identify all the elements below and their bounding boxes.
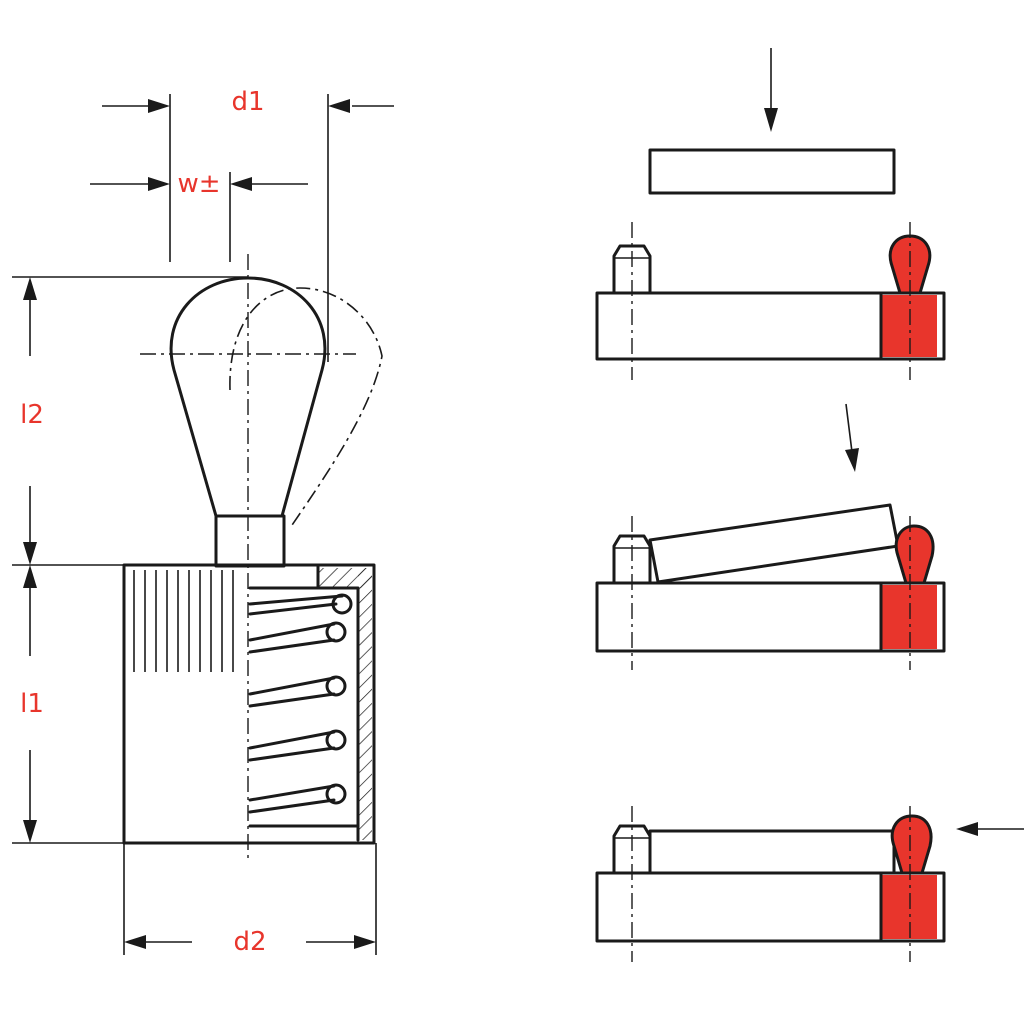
index-plunger-drawing: d1 w± l2 l1 xyxy=(12,87,394,957)
plunger-housing xyxy=(881,295,937,357)
body-section xyxy=(248,564,372,842)
knurl-texture xyxy=(133,570,234,672)
base-plate xyxy=(595,291,946,361)
label-l1: l1 xyxy=(20,689,44,719)
workpiece-tilted xyxy=(648,503,900,584)
down-arrow-icon xyxy=(764,108,778,132)
step-2 xyxy=(595,403,946,670)
label-d2: d2 xyxy=(233,927,266,957)
down-diagonal-arrow-icon xyxy=(845,448,859,472)
step-3 xyxy=(595,806,1024,962)
stop-pin xyxy=(612,824,652,875)
label-w: w± xyxy=(177,169,220,199)
plunger-housing xyxy=(881,585,937,649)
label-l2: l2 xyxy=(20,400,44,430)
dimension-l1: l1 xyxy=(12,564,124,844)
base-plate xyxy=(595,871,946,943)
stop-pin xyxy=(612,534,652,585)
plunger-knob xyxy=(890,814,933,875)
dimension-w: w± xyxy=(90,169,308,262)
dimension-l2: l2 xyxy=(12,276,248,565)
left-arrow-icon xyxy=(956,822,978,836)
workpiece-locked xyxy=(648,829,896,875)
spring xyxy=(248,593,353,814)
step-1 xyxy=(595,48,946,380)
dimension-d1: d1 xyxy=(102,87,394,362)
knob-handle xyxy=(169,276,327,518)
knob-phantom-outline xyxy=(229,287,383,529)
label-d1: d1 xyxy=(231,87,264,117)
base-plate xyxy=(595,581,946,653)
knob-neck xyxy=(214,514,286,568)
plunger-body xyxy=(122,563,376,845)
plunger-knob-retracted xyxy=(894,524,935,585)
dimension-d2: d2 xyxy=(123,843,377,957)
usage-sequence xyxy=(595,48,1024,962)
plunger-housing xyxy=(881,875,937,939)
workpiece xyxy=(648,148,896,195)
